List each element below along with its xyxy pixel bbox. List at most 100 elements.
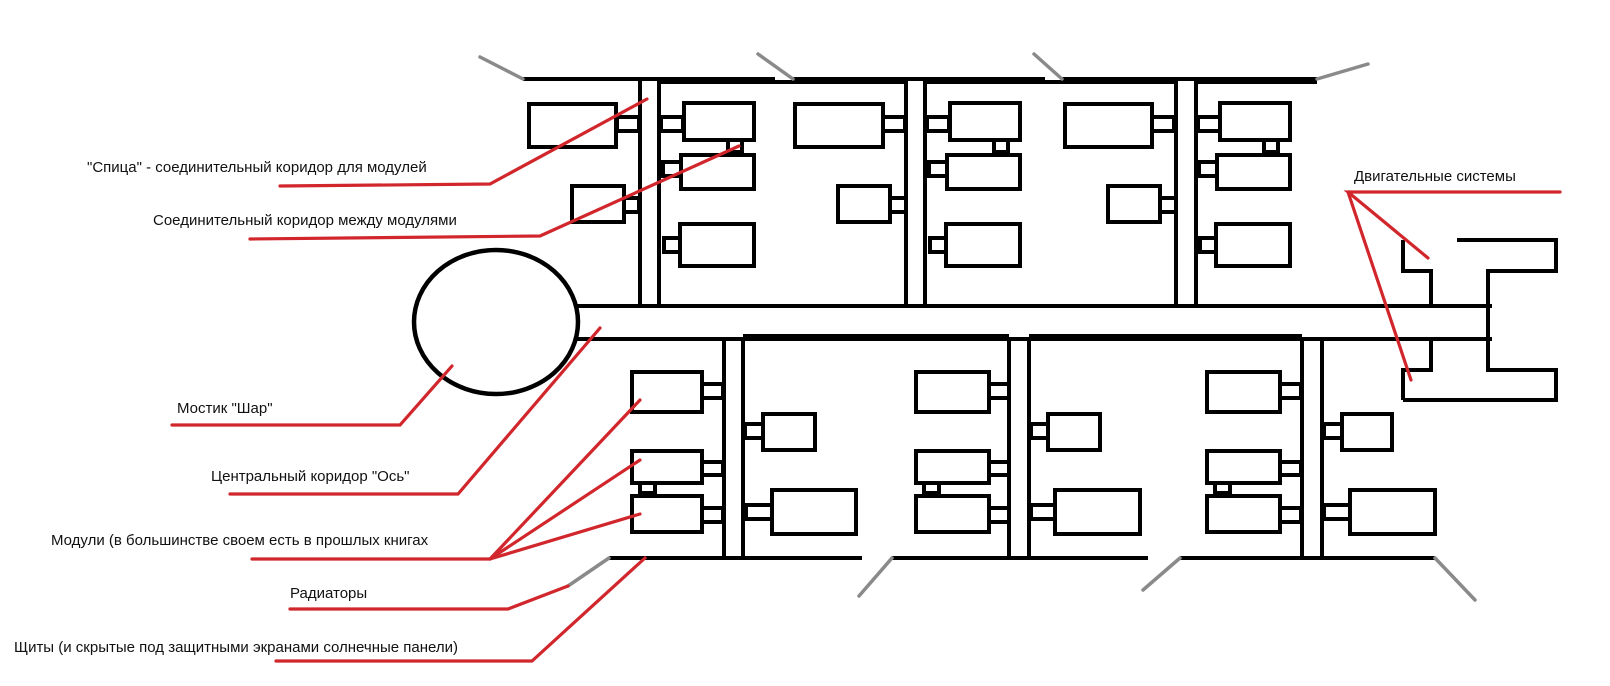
connector <box>662 236 682 254</box>
connector <box>1262 138 1280 154</box>
connector <box>1158 196 1178 214</box>
connector <box>987 506 1011 524</box>
module <box>914 370 991 414</box>
label-bridge: Мостик "Шар" <box>177 400 273 417</box>
connector <box>1278 506 1303 524</box>
module-group-top-b <box>659 101 756 268</box>
module-group-bottom-d <box>1029 412 1142 536</box>
spoke-bottom-1 <box>722 339 745 558</box>
connector <box>1278 460 1303 477</box>
connector <box>1196 115 1222 133</box>
annotation-bridge-pointer <box>170 364 454 427</box>
connector <box>726 138 744 154</box>
connector <box>888 196 908 214</box>
module <box>1205 494 1282 534</box>
connector <box>1322 503 1352 521</box>
annotation-modules-pointer <box>250 398 642 561</box>
module <box>761 412 817 452</box>
module <box>1340 412 1394 452</box>
connector <box>927 160 949 178</box>
module-group-bottom-a <box>630 370 725 534</box>
module <box>944 222 1022 268</box>
annotation-connector-pointer <box>248 144 741 241</box>
module <box>682 101 756 142</box>
connector <box>1198 236 1218 254</box>
module <box>679 153 756 191</box>
annotation-axis-pointer <box>228 326 602 496</box>
module <box>678 222 756 268</box>
connector <box>1029 422 1050 440</box>
annotation-shields-pointer <box>274 556 647 663</box>
module-group-top-d <box>925 101 1022 268</box>
module-group-top-c <box>793 102 908 224</box>
annotation-radiators-pointer <box>288 584 570 611</box>
bridge-sphere <box>411 247 581 397</box>
connector <box>1150 115 1176 133</box>
label-modules: Модули (в большинстве своем есть в прошл… <box>51 532 429 549</box>
connector <box>987 460 1011 477</box>
module <box>1053 488 1142 536</box>
connector <box>744 503 774 521</box>
module <box>836 184 892 224</box>
module <box>1215 153 1292 191</box>
module-group-top-f <box>1196 101 1292 268</box>
spoke-top-3 <box>1174 79 1198 306</box>
label-central-axis: Центральный коридор "Ось" <box>211 468 410 485</box>
module <box>630 449 704 485</box>
module-group-bottom-e <box>1205 370 1303 534</box>
central-axis-corridor <box>576 304 1492 341</box>
module-group-top-e <box>1063 102 1178 224</box>
spoke-bottom-3 <box>1300 339 1324 558</box>
connector <box>925 115 951 133</box>
module <box>793 102 885 149</box>
connector <box>615 115 641 133</box>
module <box>1063 102 1154 149</box>
connector <box>1029 503 1057 521</box>
module <box>770 488 858 536</box>
module <box>914 494 991 534</box>
spoke-top-1 <box>638 79 661 306</box>
module <box>1218 101 1292 142</box>
connector <box>922 481 941 495</box>
connector <box>881 115 907 133</box>
module <box>1106 184 1162 224</box>
module <box>1046 412 1102 452</box>
connector <box>1278 382 1303 400</box>
module <box>945 153 1022 191</box>
connector <box>659 115 685 133</box>
module <box>1348 488 1437 536</box>
module <box>948 101 1022 142</box>
module <box>630 494 704 534</box>
connector <box>1213 481 1232 495</box>
connector <box>700 506 725 524</box>
connector <box>928 236 948 254</box>
connector <box>1322 422 1344 440</box>
module <box>1205 370 1282 414</box>
connector <box>987 382 1011 400</box>
label-connector: Соединительный коридор между модулями <box>153 212 457 229</box>
module <box>1205 449 1282 485</box>
connector <box>743 422 765 440</box>
spoke-bottom-2 <box>1007 339 1031 558</box>
annotation-spoke-pointer <box>278 97 649 188</box>
connector <box>1197 160 1219 178</box>
label-engines: Двигательные системы <box>1354 168 1516 185</box>
connector <box>700 382 725 400</box>
label-shields: Щиты (и скрытые под защитными экранами с… <box>14 639 458 656</box>
module-group-bottom-b <box>743 412 858 536</box>
module <box>914 449 991 485</box>
label-radiators: Радиаторы <box>290 585 368 602</box>
annotation-engines-pointer <box>1343 190 1562 382</box>
module-group-top-a <box>527 102 641 224</box>
radiators <box>478 52 1477 602</box>
module <box>1214 222 1292 268</box>
label-spoke: "Спица" - соединительный коридор для мод… <box>87 159 427 176</box>
module <box>630 370 704 414</box>
module-group-bottom-c <box>914 370 1011 534</box>
spoke-top-2 <box>904 79 927 306</box>
connector <box>622 196 641 214</box>
engine-block <box>1401 238 1558 402</box>
module-group-bottom-f <box>1322 412 1437 536</box>
connector <box>700 460 725 477</box>
